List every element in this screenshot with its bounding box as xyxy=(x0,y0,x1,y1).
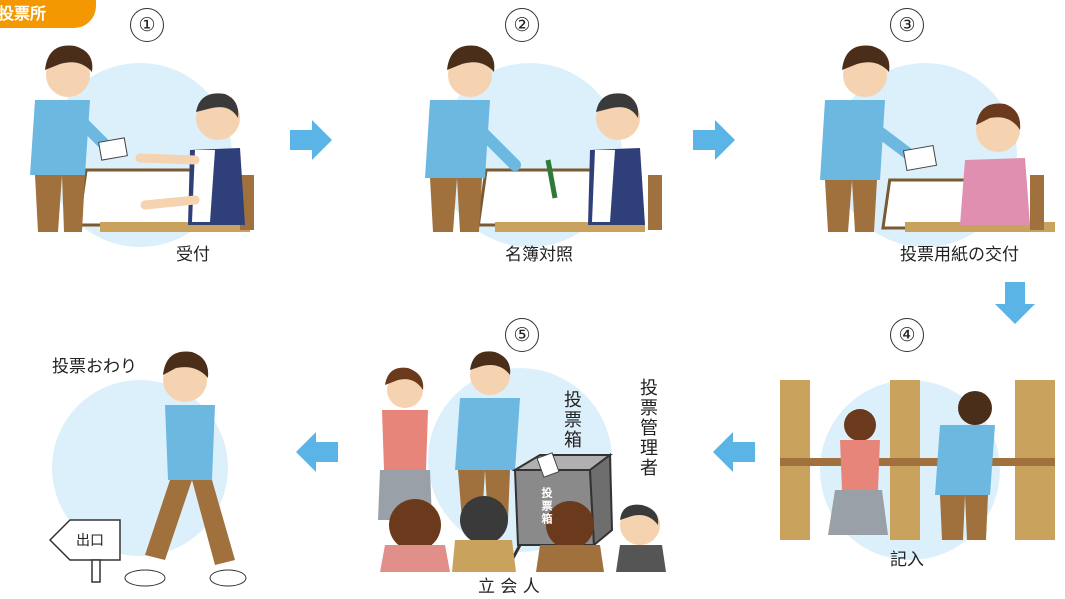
flow-arrow-down xyxy=(995,282,1035,324)
step-number-1: ① xyxy=(130,8,164,42)
flow-arrow-right-2 xyxy=(693,120,735,160)
badge-label: 投票所 xyxy=(0,4,47,23)
ballot-box-label: 投票箱 xyxy=(561,390,582,450)
scene-ballot-issue xyxy=(820,45,1055,232)
flow-arrow-left-1 xyxy=(713,432,755,472)
ballot-manager-label: 投票管理者 xyxy=(637,378,658,478)
flow-arrow-right-1 xyxy=(290,120,332,160)
scene-leaving xyxy=(48,351,247,587)
caption-register-check: 名簿対照 xyxy=(505,245,573,265)
caption-ballot-issue: 投票用紙の交付 xyxy=(900,245,1019,265)
scene-reception xyxy=(30,45,254,232)
scene-ballot-box xyxy=(378,351,666,572)
step-number-3: ③ xyxy=(890,8,924,42)
box-printed-text: 投票箱 xyxy=(540,487,553,526)
exit-sign-label: 出口 xyxy=(76,533,104,549)
caption-filling-in: 記入 xyxy=(890,550,924,570)
caption-witnesses: 立 会 人 xyxy=(478,577,540,597)
scene-filling-in xyxy=(780,380,1055,540)
polling-station-badge: 投票所 xyxy=(0,0,96,28)
step-number-5: ⑤ xyxy=(505,318,539,352)
flow-arrow-left-2 xyxy=(296,432,338,472)
caption-reception: 受付 xyxy=(176,245,210,265)
scene-register-check xyxy=(425,45,662,232)
step-number-4: ④ xyxy=(890,318,924,352)
caption-finish: 投票おわり xyxy=(52,357,137,377)
step-number-2: ② xyxy=(505,8,539,42)
